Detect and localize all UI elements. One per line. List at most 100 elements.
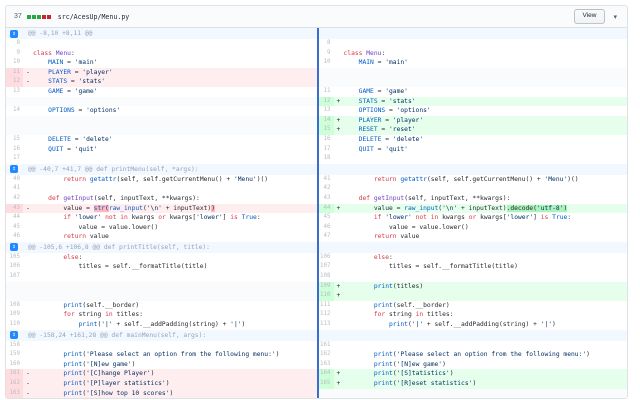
code-line: else:	[334, 253, 628, 263]
diff-side-right	[317, 68, 628, 78]
line-number[interactable]: 106	[317, 253, 334, 263]
line-number[interactable]: 14	[317, 116, 334, 126]
code-line	[23, 116, 317, 126]
line-number[interactable]: 163	[317, 360, 334, 370]
line-number[interactable]: 45	[317, 213, 334, 223]
diffstat-block	[32, 15, 36, 19]
line-number[interactable]: 107	[6, 272, 23, 282]
line-number[interactable]: 17	[6, 154, 23, 164]
line-number[interactable]: 47	[317, 232, 334, 242]
code-line	[334, 272, 628, 282]
line-number	[6, 116, 23, 126]
code-line: return value	[23, 232, 317, 242]
code-line: if 'lower' not in kwargs or kwargs['lowe…	[334, 213, 628, 223]
line-number[interactable]: 16	[317, 135, 334, 145]
line-number[interactable]: 42	[6, 194, 23, 204]
line-number[interactable]: 11	[6, 68, 23, 78]
line-number[interactable]: 41	[317, 175, 334, 185]
line-number[interactable]: 12	[6, 77, 23, 87]
line-number[interactable]: 10	[317, 58, 334, 68]
line-number[interactable]: 44	[6, 213, 23, 223]
line-number[interactable]: 110	[317, 291, 334, 301]
line-number[interactable]: 40	[6, 175, 23, 185]
line-number[interactable]: 9	[6, 49, 23, 59]
line-number[interactable]: 17	[317, 145, 334, 155]
diff-side-right: 42	[317, 184, 628, 194]
line-number[interactable]: 106	[6, 262, 23, 272]
line-number[interactable]: 42	[317, 184, 334, 194]
line-number[interactable]: 18	[317, 154, 334, 164]
code-line: class Menu:	[23, 49, 317, 59]
line-number[interactable]: 112	[317, 310, 334, 320]
line-number[interactable]: 14	[6, 106, 23, 116]
line-number[interactable]: 107	[317, 262, 334, 272]
diff-side-left: 41	[6, 184, 317, 194]
diff-side-left: 110 print('|' + self.__addPadding(string…	[6, 320, 317, 330]
split-divider	[317, 28, 319, 398]
diff-side-left: 160 print('[N]ew game')	[6, 360, 317, 370]
line-number[interactable]: 161	[6, 369, 23, 379]
line-number[interactable]: 162	[317, 350, 334, 360]
line-number[interactable]: 8	[6, 39, 23, 49]
line-number[interactable]: 8	[317, 39, 334, 49]
line-number[interactable]: 158	[6, 341, 23, 351]
expand-diff-icon[interactable]: ↕	[10, 243, 18, 251]
chevron-down-icon[interactable]: ▾	[613, 13, 617, 21]
line-number[interactable]: 161	[317, 341, 334, 351]
line-number[interactable]: 46	[6, 232, 23, 242]
line-number[interactable]: 162	[6, 379, 23, 389]
line-number[interactable]: 164	[317, 369, 334, 379]
diffstat-block	[47, 15, 51, 19]
line-number[interactable]: 110	[6, 320, 23, 330]
line-number[interactable]: 41	[6, 184, 23, 194]
diff-side-right: 47 return value	[317, 232, 628, 242]
line-number[interactable]: 108	[6, 301, 23, 311]
diff-side-right: 13 OPTIONS = 'options'	[317, 106, 628, 116]
line-number[interactable]: 15	[6, 135, 23, 145]
line-number[interactable]: 11	[317, 87, 334, 97]
code-line: titles = self.__formatTitle(title)	[23, 262, 317, 272]
line-number[interactable]: 13	[317, 106, 334, 116]
diff-side-left: 14 OPTIONS = 'options'	[6, 106, 317, 116]
code-line: for string in titles:	[334, 310, 628, 320]
line-number[interactable]: 160	[6, 360, 23, 370]
line-number[interactable]: 165	[317, 379, 334, 389]
diff-side-left: 158	[6, 341, 317, 351]
line-number	[317, 77, 334, 87]
line-number[interactable]: 46	[317, 223, 334, 233]
line-number[interactable]: 12	[317, 97, 334, 107]
line-number[interactable]: 108	[317, 272, 334, 282]
line-number[interactable]: 163	[6, 389, 23, 399]
line-number[interactable]: 15	[317, 125, 334, 135]
expand-diff-icon[interactable]: ↕	[10, 331, 18, 339]
line-number[interactable]: 159	[6, 350, 23, 360]
expand-diff-icon[interactable]: ↕	[10, 165, 18, 173]
code-line	[334, 341, 628, 351]
line-number[interactable]: 109	[6, 310, 23, 320]
code-line: + value = raw_input('\n' + inputText).de…	[334, 204, 628, 214]
line-number[interactable]: 9	[317, 49, 334, 59]
code-line: def getInput(self, inputText, **kwargs):	[23, 194, 317, 204]
file-name-link[interactable]: src/AcesUp/Menu.py	[58, 13, 129, 21]
diff-side-right	[317, 389, 628, 399]
line-number[interactable]: 10	[6, 58, 23, 68]
line-number[interactable]: 43	[317, 194, 334, 204]
line-number[interactable]: 44	[317, 204, 334, 214]
diff-side-right: 18	[317, 154, 628, 164]
diff-side-right: 9class Menu:	[317, 49, 628, 59]
code-line: print('Please select an option from the …	[334, 350, 628, 360]
line-number[interactable]: 109	[317, 282, 334, 292]
code-line: print(self.__border)	[23, 301, 317, 311]
code-line: print('[N]ew game')	[23, 360, 317, 370]
code-line: - print('[S]how top 10 scores')	[23, 389, 317, 399]
line-number[interactable]: 16	[6, 145, 23, 155]
line-number[interactable]: 113	[317, 320, 334, 330]
line-number[interactable]: 105	[6, 253, 23, 263]
expand-diff-icon[interactable]: ↕	[10, 30, 18, 38]
view-button[interactable]: View	[574, 9, 606, 24]
line-number[interactable]: 111	[317, 301, 334, 311]
code-line	[334, 77, 628, 87]
line-number[interactable]: 13	[6, 87, 23, 97]
line-number[interactable]: 43	[6, 204, 23, 214]
line-number[interactable]: 45	[6, 223, 23, 233]
